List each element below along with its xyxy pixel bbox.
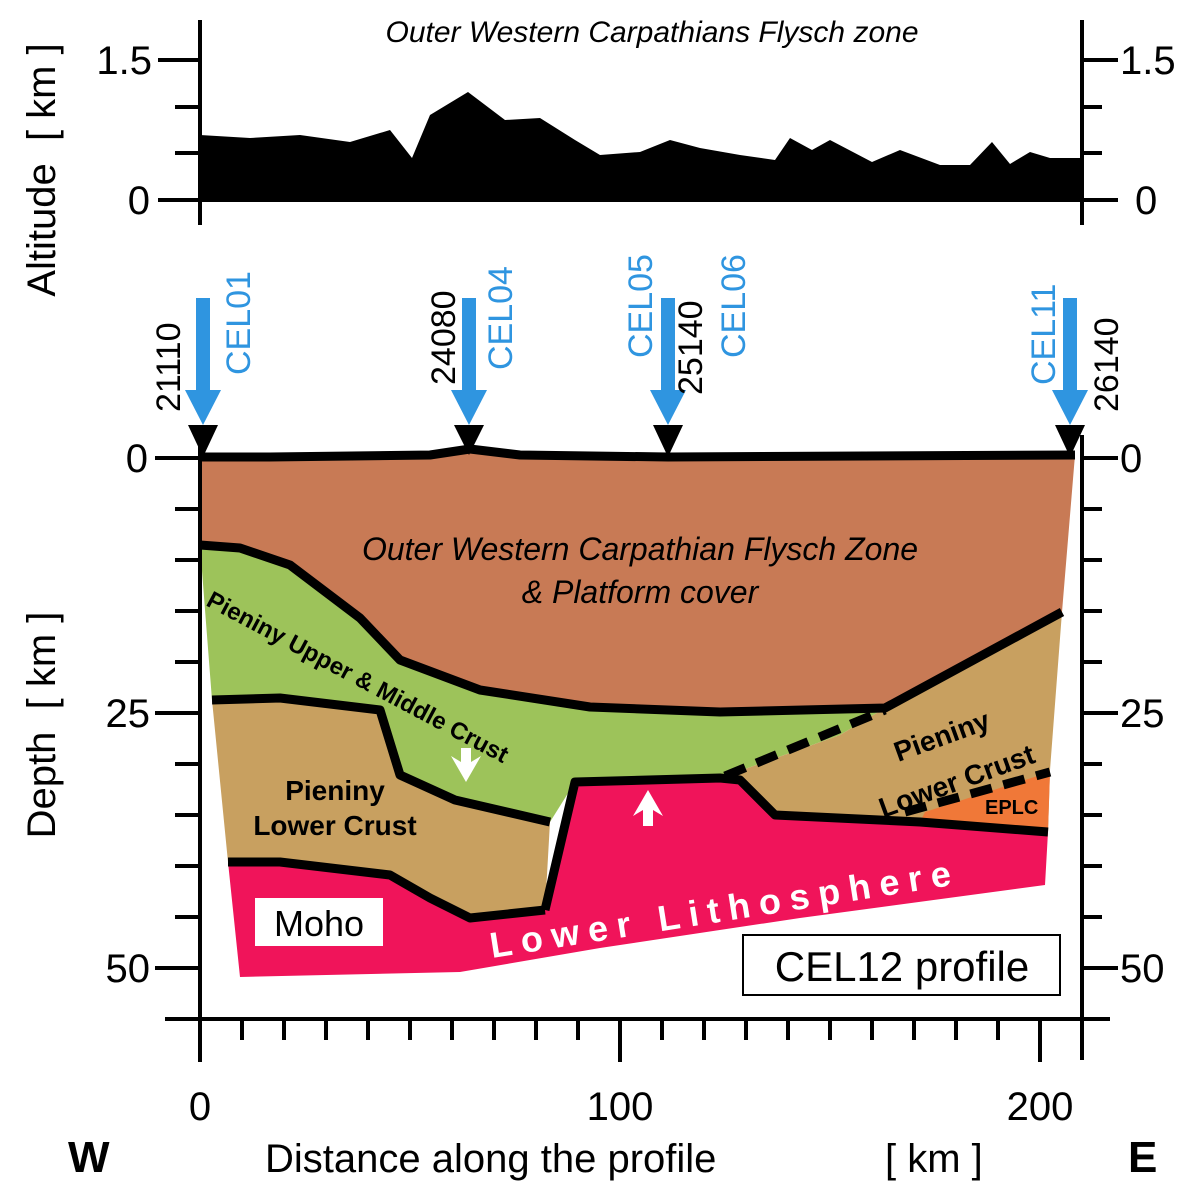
station-cel05-cel06: CEL05 25140 CEL06 <box>622 254 753 457</box>
altitude-axis-label: Altitude [ km ] <box>20 43 64 296</box>
downward-arrow-icon <box>451 748 481 782</box>
surface-line <box>200 444 1076 462</box>
depth-tick-left-25: 25 <box>106 692 151 736</box>
layer-eplc <box>920 772 1050 832</box>
layer-flysch-zone <box>200 449 1075 712</box>
dashed-boundary-upper <box>723 705 887 781</box>
station-marker-triangle <box>653 425 683 457</box>
moho-label-box <box>255 898 383 946</box>
distance-tick-0: 0 <box>189 1085 211 1129</box>
station-id: CEL11 <box>1025 284 1063 385</box>
station-id: CEL05 <box>622 254 660 358</box>
label-flysch-line-2: & Platform cover <box>522 574 760 610</box>
inferred-boundaries <box>723 705 1052 817</box>
topography-profile <box>200 92 1082 200</box>
altitude-tick-left-0: 0 <box>128 179 150 223</box>
station-arrow-shaft <box>462 298 476 393</box>
depth-axis-left <box>155 435 202 1060</box>
dashed-boundary-eplc <box>903 767 1052 817</box>
altitude-tick-right-0: 0 <box>1135 179 1157 223</box>
station-arrow-shaft <box>661 298 675 393</box>
station-id-2: CEL06 <box>715 254 753 358</box>
station-marker-triangle <box>454 425 484 455</box>
west-label: W <box>68 1133 110 1182</box>
distance-axis-unit: [ km ] <box>885 1137 983 1181</box>
station-number: 24080 <box>425 290 463 385</box>
label-pieniny-lower-left-1: Pieniny <box>285 775 385 806</box>
depth-tick-right-50: 50 <box>1120 947 1165 991</box>
depth-tick-right-25: 25 <box>1120 692 1165 736</box>
station-arrow-head <box>185 390 221 425</box>
distance-axis <box>165 1017 1110 1062</box>
station-id: CEL04 <box>482 266 520 370</box>
station-cel01: 21110 CEL01 <box>150 271 258 457</box>
station-id: CEL01 <box>220 271 258 375</box>
depth-axis-label: Depth [ km ] <box>20 612 64 839</box>
station-arrow-shaft <box>196 298 210 393</box>
label-pieniny-lower-left-2: Lower Crust <box>253 810 416 841</box>
figure-title: Outer Western Carpathians Flysch zone <box>385 16 918 49</box>
boundary-upper-crust-base <box>211 693 552 827</box>
station-arrow-head <box>650 390 686 425</box>
boundary-uplift-block <box>540 773 1049 912</box>
station-marker-triangle <box>1055 425 1085 457</box>
station-number: 25140 <box>672 300 710 395</box>
east-label: E <box>1128 1133 1157 1182</box>
station-arrow-shaft <box>1063 298 1077 393</box>
layer-lower-lithosphere <box>228 778 1048 977</box>
station-cel11: CEL11 26140 <box>1025 284 1126 457</box>
station-cel04: 24080 CEL04 <box>425 266 520 455</box>
altitude-axis-left <box>158 20 202 225</box>
station-marker-triangle <box>188 425 218 457</box>
altitude-tick-right-1-5: 1.5 <box>1120 39 1176 83</box>
depth-tick-left-0: 0 <box>126 437 148 481</box>
layer-pieniny-upper-middle-crust <box>200 545 885 822</box>
boundary-flysch-base <box>199 540 1065 717</box>
station-arrow-head <box>1052 390 1088 425</box>
depth-tick-left-50: 50 <box>106 947 151 991</box>
station-arrow-head <box>451 390 487 425</box>
station-number: 26140 <box>1088 317 1126 412</box>
altitude-tick-left-1-5: 1.5 <box>96 39 152 83</box>
distance-tick-200: 200 <box>1007 1085 1074 1129</box>
profile-name: CEL12 profile <box>775 943 1029 990</box>
layer-pieniny-lower-crust-right <box>720 612 1062 832</box>
station-number: 21110 <box>150 323 188 413</box>
depth-tick-right-0: 0 <box>1120 437 1142 481</box>
profile-name-box <box>742 934 1061 996</box>
altitude-axis-right <box>1080 20 1118 225</box>
label-flysch-line-1: Outer Western Carpathian Flysch Zone <box>362 531 918 567</box>
label-eplc: EPLC <box>985 797 1038 819</box>
boundary-moho-left <box>228 857 546 923</box>
moho-label: Moho <box>274 903 364 944</box>
upward-arrow-icon <box>633 790 663 826</box>
depth-axis-right <box>1080 435 1118 1060</box>
distance-tick-100: 100 <box>587 1085 654 1129</box>
distance-axis-label: Distance along the profile <box>265 1137 716 1181</box>
